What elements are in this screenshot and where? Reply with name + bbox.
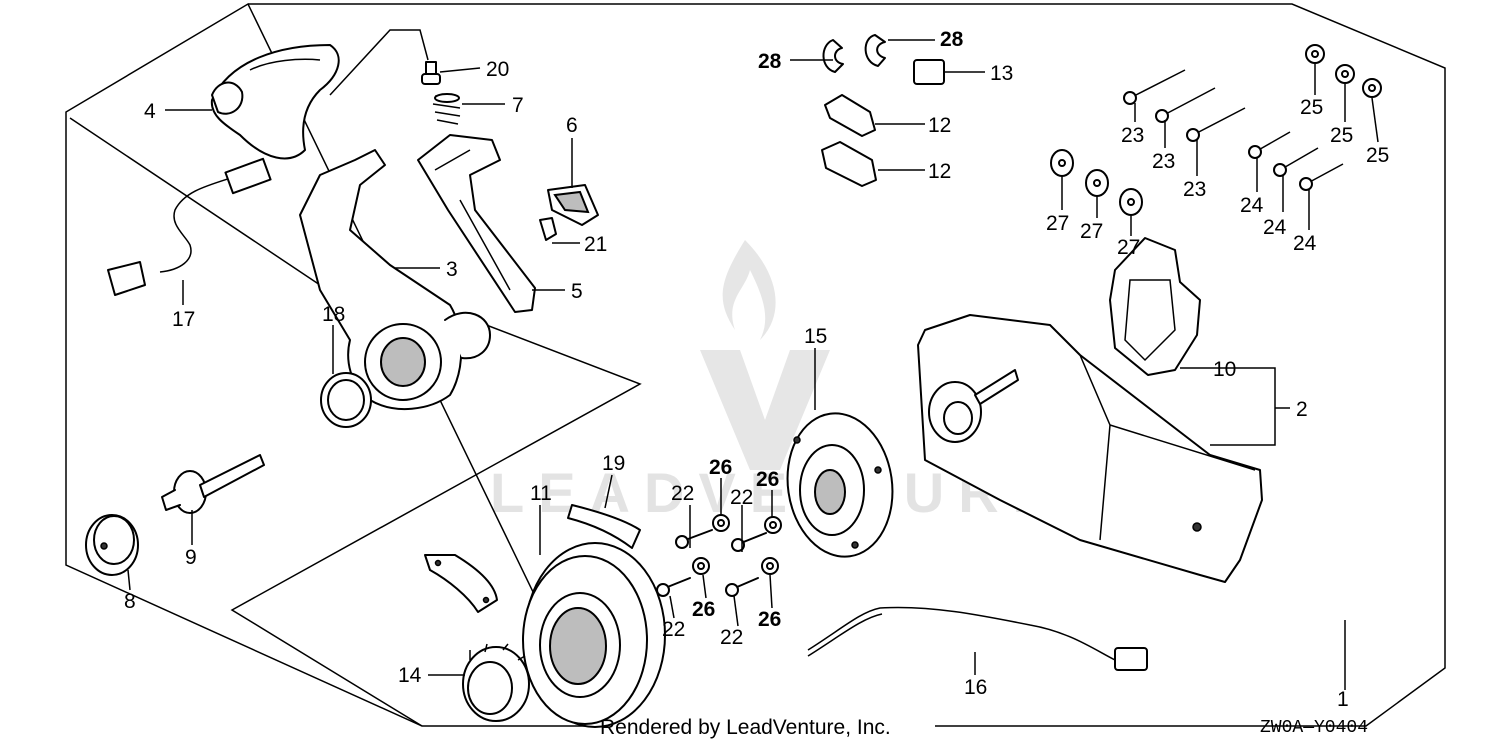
- callout-23-c: 23: [1183, 178, 1206, 201]
- part-26-washers[interactable]: [692, 514, 782, 575]
- callout-15: 15: [804, 325, 827, 348]
- callout-2: 2: [1296, 398, 1308, 421]
- callout-18: 18: [322, 303, 345, 326]
- part-15-gear-plate[interactable]: [778, 406, 901, 563]
- callout-12-upper: 12: [928, 114, 951, 137]
- part-6-plate[interactable]: [547, 184, 599, 226]
- part-12-link-lower[interactable]: [821, 141, 877, 187]
- callout-22-b: 22: [730, 486, 753, 509]
- part-16-wiring-harness[interactable]: [807, 606, 1148, 671]
- part-2-housing[interactable]: [917, 314, 1263, 583]
- assembly-outline: [65, 2, 1446, 727]
- callout-27-c: 27: [1117, 236, 1140, 259]
- callout-17: 17: [172, 308, 195, 331]
- watermark-logo: [700, 240, 830, 470]
- callout-labels: 4 20 7 6 21 3 5 17 18 9 8 11 19 14 15 16…: [124, 28, 1389, 711]
- part-24-screws[interactable]: [1248, 131, 1344, 191]
- callout-4: 4: [144, 100, 156, 123]
- part-5-lever-arm[interactable]: [417, 134, 536, 313]
- leader-lines: [127, 29, 1379, 690]
- part-3-control-lever[interactable]: [299, 149, 491, 411]
- callout-26-a: 26: [709, 456, 732, 479]
- callout-6: 6: [566, 114, 578, 137]
- callout-7: 7: [512, 94, 524, 117]
- callout-26-d: 26: [758, 608, 781, 631]
- callout-28-right: 28: [940, 28, 964, 51]
- callout-27-b: 27: [1080, 220, 1103, 243]
- callout-9: 9: [185, 546, 197, 569]
- callout-23-b: 23: [1152, 150, 1175, 173]
- diagram-code: ZW0A—Y0404: [1260, 718, 1369, 738]
- part-shim[interactable]: [424, 554, 498, 613]
- part-14-ring-gear[interactable]: [462, 643, 530, 722]
- part-4-handle-grip[interactable]: [210, 44, 340, 160]
- sub-assembly-outline: [69, 117, 642, 727]
- callout-13: 13: [990, 62, 1013, 85]
- callout-24-b: 24: [1263, 216, 1287, 239]
- callout-24-a: 24: [1240, 194, 1264, 217]
- callout-14: 14: [398, 664, 422, 687]
- part-28-clips[interactable]: [822, 34, 886, 73]
- callout-5: 5: [571, 280, 583, 303]
- callout-1: 1: [1337, 688, 1349, 711]
- part-7-spring[interactable]: [432, 93, 461, 125]
- footer-credit: Rendered by LeadVenture, Inc.: [600, 716, 891, 739]
- part-13-slider[interactable]: [913, 59, 945, 85]
- part-10-gasket[interactable]: [1109, 237, 1201, 376]
- part-21-screw[interactable]: [539, 217, 557, 241]
- part-8-cap[interactable]: [85, 514, 139, 576]
- callout-25-c: 25: [1366, 144, 1389, 167]
- callout-21: 21: [584, 233, 607, 256]
- callout-10: 10: [1213, 358, 1236, 381]
- callout-11: 11: [530, 482, 552, 505]
- callout-12-lower: 12: [928, 160, 951, 183]
- part-20-screw[interactable]: [421, 61, 441, 85]
- part-18-o-ring[interactable]: [320, 372, 372, 428]
- part-12-link-upper[interactable]: [824, 94, 876, 137]
- callout-22-a: 22: [671, 482, 694, 505]
- callout-24-c: 24: [1293, 232, 1317, 255]
- callout-20: 20: [486, 58, 509, 81]
- callout-28-left: 28: [758, 50, 782, 73]
- part-19-strip[interactable]: [567, 504, 641, 549]
- part-23-screws[interactable]: [1123, 69, 1246, 142]
- part-22-screws[interactable]: [656, 529, 767, 597]
- callout-27-a: 27: [1046, 212, 1069, 235]
- callout-23-a: 23: [1121, 124, 1144, 147]
- callout-3: 3: [446, 258, 458, 281]
- callout-26-b: 26: [756, 468, 779, 491]
- callout-19: 19: [602, 452, 625, 475]
- part-17-switch-harness[interactable]: [107, 157, 272, 296]
- callout-16: 16: [964, 676, 987, 699]
- callout-22-d: 22: [720, 626, 743, 649]
- callout-8: 8: [124, 590, 136, 613]
- callout-25-a: 25: [1300, 96, 1323, 119]
- callout-26-c: 26: [692, 598, 715, 621]
- callout-22-c: 22: [662, 618, 685, 641]
- part-27-washers[interactable]: [1050, 149, 1143, 216]
- part-9-shaft[interactable]: [161, 454, 265, 514]
- part-25-nuts[interactable]: [1305, 44, 1382, 98]
- part-11-drum[interactable]: [522, 542, 666, 728]
- callout-25-b: 25: [1330, 124, 1353, 147]
